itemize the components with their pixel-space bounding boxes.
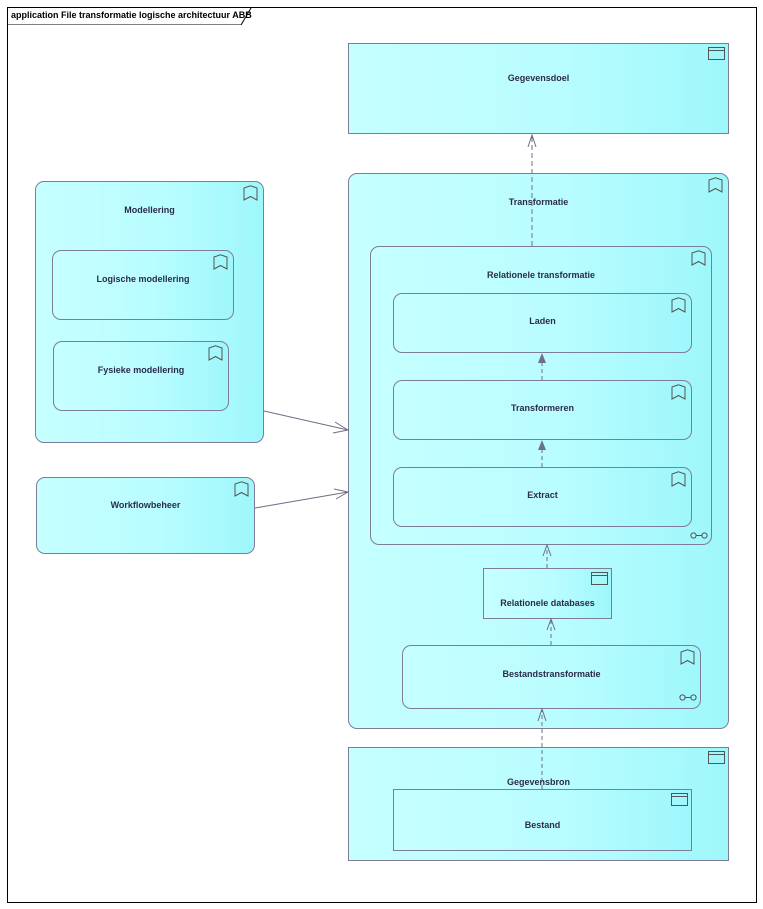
node-transformeren[interactable]: Transformeren <box>393 380 692 440</box>
function-bookmark-icon <box>208 345 223 361</box>
data-object-icon <box>708 47 725 60</box>
node-laden[interactable]: Laden <box>393 293 692 353</box>
interaction-link-icon <box>690 532 708 539</box>
node-relationele-databases[interactable]: Relationele databases <box>483 568 612 619</box>
function-bookmark-icon <box>234 481 249 497</box>
node-label: Transformeren <box>510 403 575 413</box>
node-bestandstransformatie[interactable]: Bestandstransformatie <box>402 645 701 709</box>
node-label: Laden <box>529 316 556 326</box>
function-bookmark-icon <box>708 177 723 193</box>
node-gegevensdoel[interactable]: Gegevensdoel <box>348 43 729 134</box>
interaction-link-icon <box>679 694 697 701</box>
node-logische-modellering[interactable]: Logische modellering <box>52 250 234 320</box>
node-label: Extract <box>527 490 558 500</box>
node-extract[interactable]: Extract <box>393 467 692 527</box>
function-bookmark-icon <box>691 250 706 266</box>
function-bookmark-icon <box>671 471 686 487</box>
function-bookmark-icon <box>680 649 695 665</box>
node-label: Gegevensdoel <box>507 73 570 83</box>
node-label: Modellering <box>124 205 175 215</box>
node-workflowbeheer[interactable]: Workflowbeheer <box>36 477 255 554</box>
function-bookmark-icon <box>671 384 686 400</box>
data-object-icon <box>708 751 725 764</box>
node-label: Transformatie <box>508 197 569 207</box>
node-label: Relationele databases <box>500 598 595 608</box>
data-object-icon <box>671 793 688 806</box>
node-label: Gegevensbron <box>506 777 571 787</box>
function-bookmark-icon <box>213 254 228 270</box>
frame-tab <box>7 7 252 25</box>
node-label: Logische modellering <box>96 274 190 284</box>
function-bookmark-icon <box>671 297 686 313</box>
function-bookmark-icon <box>243 185 258 201</box>
node-label: Bestand <box>524 820 561 830</box>
frame-title: application File transformatie logische … <box>11 10 252 20</box>
node-label: Relationele transformatie <box>486 270 596 280</box>
data-object-icon <box>591 572 608 585</box>
node-fysieke-modellering[interactable]: Fysieke modellering <box>53 341 229 411</box>
node-label: Workflowbeheer <box>110 500 181 510</box>
node-bestand[interactable]: Bestand <box>393 789 692 851</box>
node-label: Fysieke modellering <box>97 365 185 375</box>
node-label: Bestandstransformatie <box>502 669 601 679</box>
